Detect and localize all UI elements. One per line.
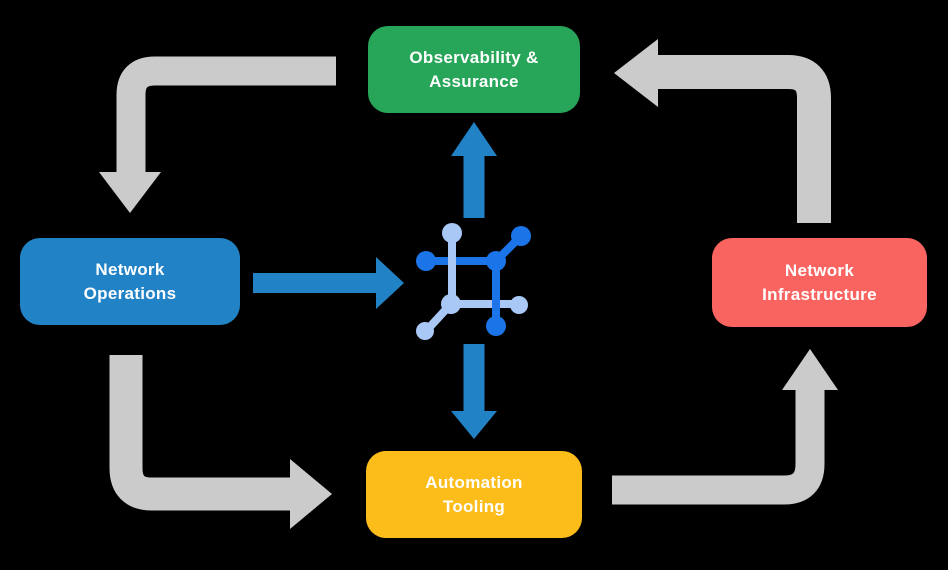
mesh-node-dark-left bbox=[416, 251, 436, 271]
mesh-node-light-top bbox=[442, 223, 462, 243]
cycle-arrow-head bbox=[614, 39, 658, 107]
cycle-arrow-observability-to-operations bbox=[99, 56, 336, 213]
box-label-line: Automation bbox=[425, 472, 523, 492]
cycle-arrow-automation-to-infrastructure bbox=[612, 349, 838, 505]
mesh-node-light-corner bbox=[441, 294, 461, 314]
box-label-line: Network bbox=[784, 260, 855, 280]
box-label-line: Operations bbox=[83, 283, 177, 303]
network-mesh-icon bbox=[416, 223, 531, 340]
cycle-arrow-head bbox=[290, 459, 332, 529]
mesh-node-dark-corner bbox=[486, 251, 506, 271]
flow-arrow-head bbox=[376, 257, 404, 309]
mesh-node-light-right bbox=[510, 296, 528, 314]
flow-arrow-head bbox=[451, 411, 497, 439]
box-label-line: Tooling bbox=[442, 496, 506, 516]
box-network-infrastructure: Network Infrastructure bbox=[712, 238, 927, 327]
box-network-operations: Network Operations bbox=[20, 238, 240, 325]
mesh-node-light-bottomleft bbox=[416, 322, 434, 340]
box-label-line: Network bbox=[95, 259, 165, 279]
cycle-arrow-head bbox=[782, 349, 838, 390]
flow-arrow-center-to-observability bbox=[451, 122, 497, 218]
cycle-arrow-operations-to-automation bbox=[109, 355, 332, 529]
flow-arrow-head bbox=[451, 122, 497, 156]
box-automation-tooling: Automation Tooling bbox=[366, 451, 582, 538]
cycle-arrow-head bbox=[99, 172, 161, 213]
cycle-arrow-shaft bbox=[116, 56, 336, 174]
flow-arrow-center-to-automation bbox=[451, 344, 497, 439]
box-label-line: Infrastructure bbox=[762, 284, 877, 304]
box-observability-assurance: Observability & Assurance bbox=[368, 26, 580, 113]
mesh-node-dark-topright bbox=[511, 226, 531, 246]
cycle-arrow-shaft bbox=[612, 386, 825, 505]
flow-arrow-operations-to-center bbox=[253, 257, 404, 309]
cycle-arrow-shaft bbox=[658, 55, 831, 223]
mesh-node-dark-bottom bbox=[486, 316, 506, 336]
cycle-arrow-infrastructure-to-observability bbox=[614, 39, 831, 223]
box-label-line: Observability & bbox=[409, 47, 539, 67]
box-label-line: Assurance bbox=[429, 71, 519, 91]
cycle-arrow-shaft bbox=[109, 355, 290, 511]
